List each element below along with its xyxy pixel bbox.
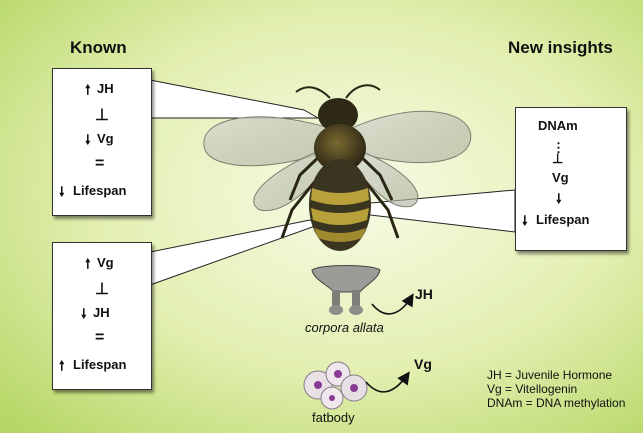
corpora-allata-label: corpora allata [305,320,384,335]
vg-output-label: Vg [414,356,432,372]
box-known-top-outcome: Lifespan [73,183,126,198]
arrow-up-icon: 🠕 [85,255,91,277]
inhibition-icon: ⊥ [95,279,109,299]
box-known-jh-vg: 🠕 JH ⊥ 🠗 Vg = 🠗 Lifespan [52,68,152,216]
heading-known: Known [70,38,127,58]
legend-item: DNAm = DNA methylation [487,396,625,410]
legend-item: Vg = Vitellogenin [487,382,625,396]
arrow-down-icon: 🠗 [522,212,528,234]
jh-output-label: JH [415,286,433,302]
heading-new-insights: New insights [508,38,613,58]
box-known-bottom-equals: = [95,329,104,347]
box-known-top-hormone: JH [97,81,114,96]
box-new-mark: DNAm [538,118,578,133]
arrow-down-icon: 🠗 [85,131,91,153]
box-known-top-protein: Vg [97,131,114,146]
legend-item: JH = Juvenile Hormone [487,368,625,382]
arrow-down-icon: 🠗 [556,190,562,212]
fatbody-label: fatbody [312,410,355,425]
box-new-protein: Vg [552,170,569,185]
arrow-up-icon: 🠕 [85,81,91,103]
inhibition-icon: ⊥ [95,105,109,125]
box-known-bottom-outcome: Lifespan [73,357,126,372]
box-known-top-equals: = [95,155,104,173]
arrow-down-icon: 🠗 [81,305,87,327]
legend: JH = Juvenile Hormone Vg = Vitellogenin … [487,368,625,410]
box-known-bottom-protein: Vg [97,255,114,270]
arrow-down-icon: 🠗 [59,183,65,205]
box-new-outcome: Lifespan [536,212,589,227]
box-known-vg-jh: 🠕 Vg ⊥ 🠗 JH = 🠕 Lifespan [52,242,152,390]
box-known-bottom-hormone: JH [93,305,110,320]
box-new-insights: DNAm ⋮⊥ Vg 🠗 🠗 Lifespan [515,107,627,251]
arrow-up-icon: 🠕 [59,357,65,379]
dashed-inhibition-icon: ⋮⊥ [552,142,565,164]
